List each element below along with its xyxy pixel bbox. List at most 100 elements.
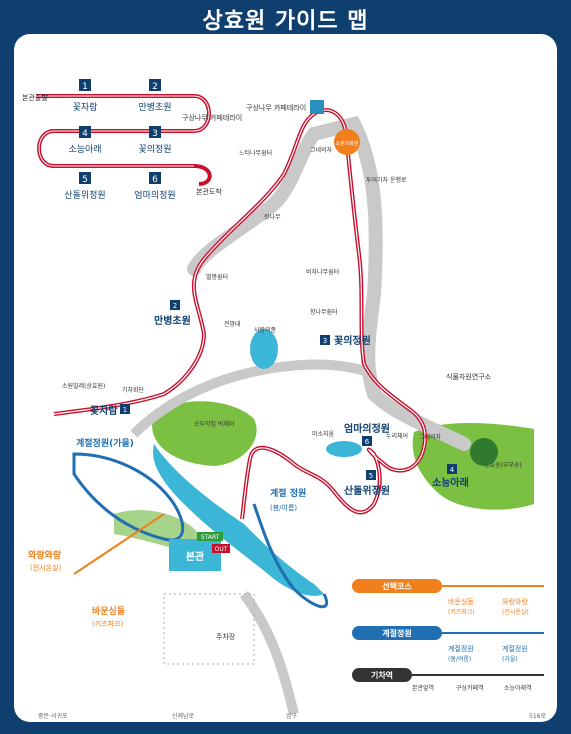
hwa-badge <box>334 129 360 155</box>
route-stop-5: 5 산돌위정원 <box>64 172 106 201</box>
svg-text:만병초원: 만병초원 <box>138 102 171 113</box>
label-tree: 상효송(부부송) <box>484 461 522 469</box>
footer-right: 516로 <box>529 713 546 720</box>
route-end-label: 본관도착 <box>196 187 222 196</box>
label-botanic: 식물자원연구소 <box>446 372 492 381</box>
label-season: 계절정원(가을) <box>76 437 134 449</box>
svg-text:3: 3 <box>152 129 158 139</box>
svg-text:(전시온실): (전시온실) <box>502 608 529 616</box>
svg-text:2: 2 <box>152 82 158 92</box>
svg-text:4: 4 <box>450 466 455 474</box>
road-path-2 <box>130 359 376 438</box>
svg-text:(봄/여름): (봄/여름) <box>448 655 471 663</box>
label-warang2: (전시온실) <box>30 563 61 572</box>
pond-2 <box>326 441 362 457</box>
orange-route <box>73 513 165 575</box>
map-panel: 1 꽃자람 2 만병초원 3 꽃의정원 4 소능아래 5 산돌위정원 6 엄마의정원 본관출… <box>14 34 557 722</box>
route-stop-2: 2 만병초원 <box>138 79 172 113</box>
svg-text:바운싱돌: 바운싱돌 <box>448 597 474 606</box>
label-smalltrail: 잣나무 <box>264 213 281 221</box>
parking-lot <box>163 593 255 665</box>
out-badge <box>212 544 230 553</box>
route-stop-3: 3 꽃의정원 <box>138 126 172 155</box>
zone-2: 2 만병초원 <box>154 300 191 327</box>
svg-text:6: 6 <box>365 438 370 446</box>
zone-3: 3 꽃의정원 <box>320 334 371 347</box>
label-season2: 계절 정원 <box>270 487 306 499</box>
svg-text:선택코스: 선택코스 <box>382 581 412 591</box>
label-sowon: 소원빌레(상효원) <box>62 382 105 390</box>
label-pavilion: 투어기차 운행로 <box>366 176 407 184</box>
svg-text:기차역: 기차역 <box>371 670 393 680</box>
label-guneui: 그네의자 <box>419 433 442 441</box>
svg-text:산돌위정원: 산돌위정원 <box>344 484 390 497</box>
route-line-inner <box>53 109 426 520</box>
svg-text:4: 4 <box>82 129 88 139</box>
svg-text:계절정원: 계절정원 <box>502 644 528 653</box>
svg-text:본관앞역: 본관앞역 <box>412 684 434 692</box>
stream <box>153 444 324 596</box>
route-stop-1: 1 꽃자람 <box>73 79 98 113</box>
label-hwa: 소원의화원 <box>335 140 358 147</box>
restroom-icon <box>310 100 324 114</box>
label-gichahwa: 기차화단 <box>122 386 145 394</box>
zone-6: 엄마의정원 6 <box>344 422 390 446</box>
route-middle-label: 구상나무 카페테라이 <box>182 113 242 122</box>
legend-box: 선택코스 바운싱돌 (키즈파크) 와랑와랑 (전시온실) 계절정원 계절정원 (… <box>352 579 544 692</box>
route-start-label: 본관출발 <box>22 93 48 102</box>
label-pine: 느티나무쉼터 <box>239 149 272 157</box>
svg-text:와랑와랑: 와랑와랑 <box>502 597 528 606</box>
label-baby: 비자나무쉼터 <box>306 268 339 276</box>
svg-text:꽃의정원: 꽃의정원 <box>334 334 371 347</box>
svg-text:5: 5 <box>82 175 88 185</box>
label-nuri: 누리체어 <box>386 432 408 440</box>
svg-text:엄마의정원: 엄마의정원 <box>134 189 175 201</box>
svg-text:꽃자람: 꽃자람 <box>73 101 98 113</box>
zone-5: 5 산돌위정원 <box>344 470 390 497</box>
label-mojin: 미소지움 <box>312 430 335 438</box>
map-title: 상효원 가이드 맵 <box>202 9 369 34</box>
footer-left: 중문·서귀포 <box>38 712 68 720</box>
green-area-1 <box>152 401 257 466</box>
road-path-3 <box>239 591 299 716</box>
svg-text:(가을): (가을) <box>502 655 518 663</box>
svg-text:1: 1 <box>123 406 127 414</box>
label-bonkwan: 본관 <box>186 550 205 563</box>
start-badge <box>197 532 223 541</box>
svg-text:산돌위정원: 산돌위정원 <box>64 190 105 201</box>
label-bouncing: 바운싱돌 <box>92 605 125 617</box>
svg-text:2: 2 <box>173 302 177 310</box>
svg-text:6: 6 <box>152 175 158 185</box>
tree-icon <box>470 438 498 466</box>
label-season2b: (봄/여름) <box>270 503 297 512</box>
road-path <box>187 115 471 451</box>
svg-text:꽃자람: 꽃자람 <box>90 404 118 417</box>
label-hall: 전망대 <box>224 320 241 328</box>
label-cafe: 구상나무 카페테라이 <box>246 103 306 112</box>
svg-text:꽃의정원: 꽃의정원 <box>138 144 171 155</box>
season-route <box>72 452 185 542</box>
svg-text:엄마의정원: 엄마의정원 <box>344 422 390 435</box>
label-warang: 와랑와랑 <box>28 549 62 561</box>
svg-text:3: 3 <box>323 337 327 345</box>
svg-text:소능아래: 소능아래 <box>432 476 469 489</box>
svg-text:1: 1 <box>82 82 88 92</box>
label-kyung: 그네의자 <box>310 146 333 154</box>
svg-text:계절정원: 계절정원 <box>448 644 474 653</box>
route-legend: 1 꽃자람 2 만병초원 3 꽃의정원 4 소능아래 5 산돌위정원 6 엄마의정원 본관출… <box>22 79 242 201</box>
season-route-2 <box>252 503 329 609</box>
map-canvas: 1 꽃자람 2 만병초원 3 꽃의정원 4 소능아래 5 산돌위정원 6 엄마의정원 본관출… <box>22 79 546 720</box>
svg-text:만병초원: 만병초원 <box>154 314 191 327</box>
svg-text:(키즈파크): (키즈파크) <box>448 608 475 616</box>
zone-1: 꽃자람 1 <box>90 404 130 417</box>
route-stop-4: 4 소능아래 <box>68 126 102 155</box>
footer-mid: 신례남로 <box>172 712 195 720</box>
label-pond: 사랑의종 <box>254 326 277 334</box>
svg-text:소능아래역: 소능아래역 <box>504 684 532 692</box>
label-bouncing2: (키즈파크) <box>92 619 123 628</box>
svg-text:5: 5 <box>369 472 373 480</box>
label-pine2: 향나무쉼터 <box>310 308 338 316</box>
svg-text:구상카페역: 구상카페역 <box>456 684 484 692</box>
svg-text:소능아래: 소능아래 <box>68 144 101 155</box>
